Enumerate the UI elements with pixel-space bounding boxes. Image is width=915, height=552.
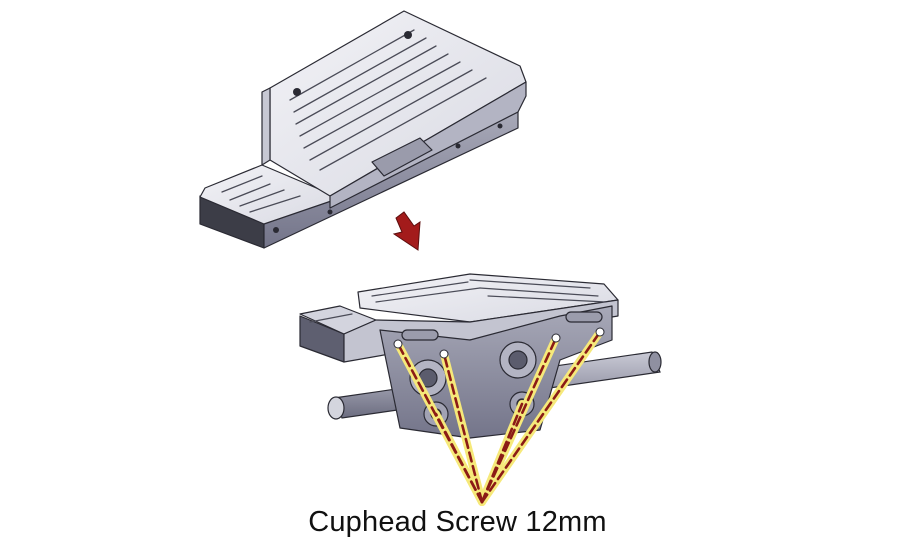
caption-label: Cuphead Screw 12mm bbox=[308, 506, 607, 538]
mounted-plate-grooves bbox=[309, 279, 607, 323]
top-plate-grooves bbox=[221, 29, 487, 213]
top-plate-part bbox=[199, 10, 527, 249]
down-right-arrow-icon bbox=[392, 211, 421, 251]
screw-leader-lines bbox=[393, 327, 605, 506]
top-plate-holes bbox=[273, 31, 503, 233]
